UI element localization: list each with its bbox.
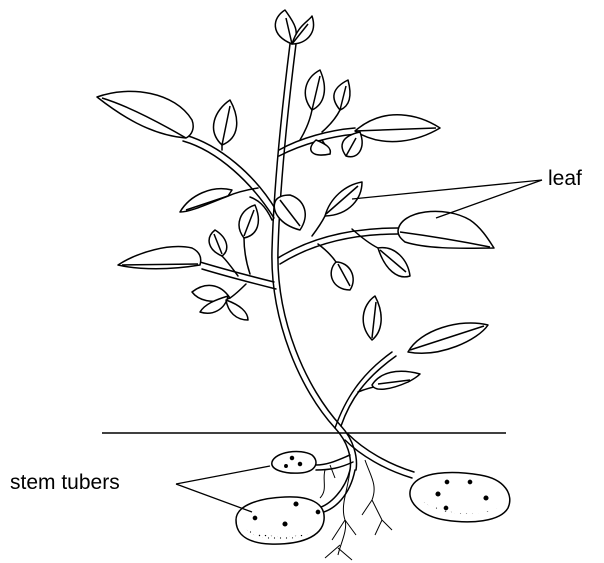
leaf-upper-left-large [97, 91, 193, 138]
leaf-upper-right-1 [305, 70, 324, 110]
tuber-left [236, 497, 324, 544]
stolon-small [316, 455, 355, 513]
leaf-top [275, 10, 313, 44]
leaf-upper-right-large [355, 115, 440, 142]
leaf-upper-right-3 [311, 132, 362, 157]
leaf-right-small [378, 248, 410, 277]
leaf-lower-right-large [408, 323, 488, 353]
leaf-upper-right-2 [334, 80, 350, 110]
leaf-left-cluster-1 [239, 205, 258, 238]
tuber-pointer-line-upper [176, 466, 270, 484]
tuber-right [410, 473, 510, 522]
leaf-label: leaf [548, 168, 582, 189]
leaf-pointer-line-upper [352, 180, 542, 199]
leaf-left-cluster-2 [209, 230, 227, 256]
tuber-small [272, 451, 316, 473]
leaf-center-3 [331, 262, 353, 290]
leaf-right-large [398, 211, 494, 248]
leaf-upper-left-small [214, 100, 237, 145]
leaf-lower-right-1 [363, 296, 381, 340]
leaf-left-mid [180, 189, 232, 212]
tuber-pointer-line-lower [176, 484, 252, 512]
leaf-lower-right-2 [372, 371, 420, 389]
roots [320, 460, 392, 560]
stem-tubers-label: stem tubers [10, 472, 120, 493]
leaf-left-large [118, 247, 201, 269]
